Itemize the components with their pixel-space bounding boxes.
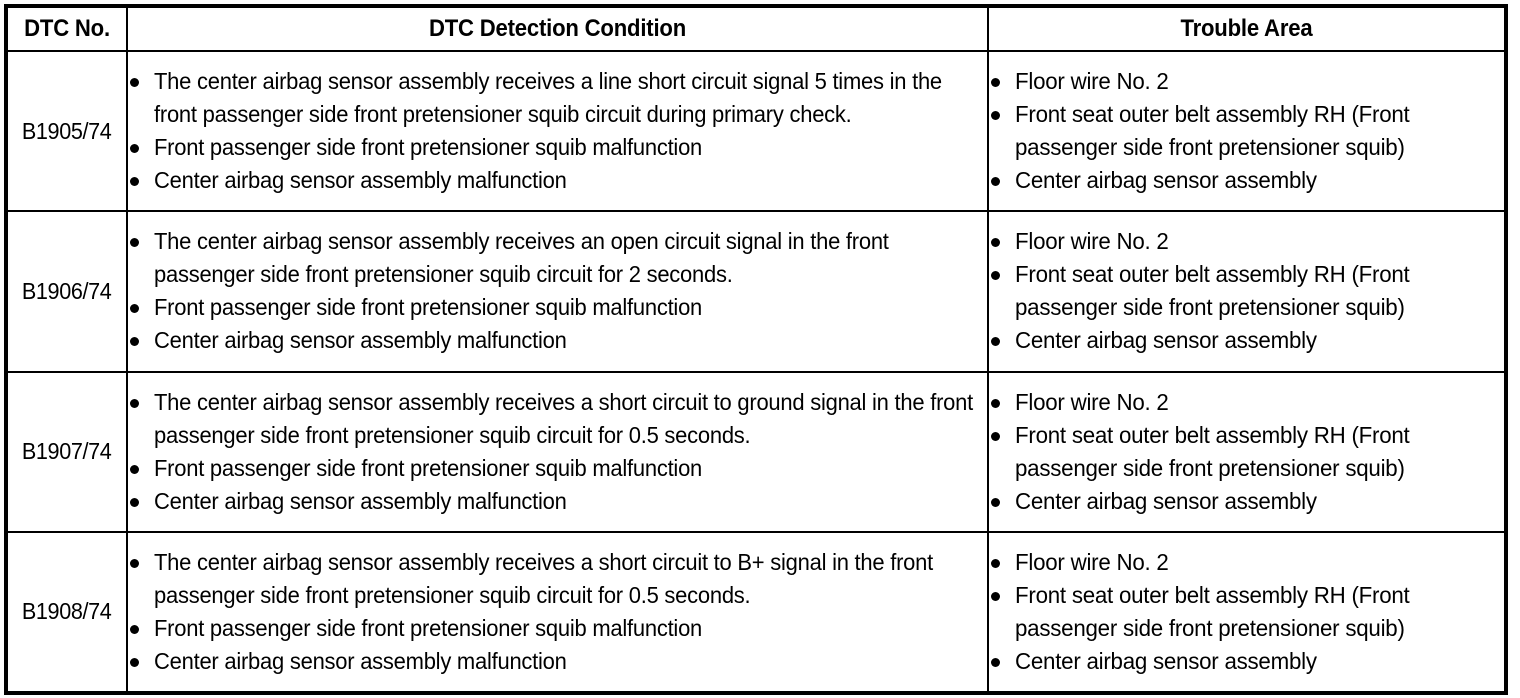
list-item: Front passenger side front pretensioner … (128, 131, 987, 164)
list-item-text: Floor wire No. 2 (1015, 388, 1169, 415)
list-item: Front passenger side front pretensioner … (128, 612, 987, 645)
detection-condition-list: The center airbag sensor assembly receiv… (128, 65, 987, 197)
list-item-text: Center airbag sensor assembly malfunctio… (154, 327, 567, 354)
trouble-area-list: Floor wire No. 2 Front seat outer belt a… (989, 225, 1504, 357)
list-item-text: Center airbag sensor assembly malfunctio… (154, 647, 567, 674)
list-item: Floor wire No. 2 (989, 386, 1504, 419)
dtc-table-container: DTC No. DTC Detection Condition Trouble … (4, 4, 1508, 695)
list-item: Floor wire No. 2 (989, 546, 1504, 579)
header-row: DTC No. DTC Detection Condition Trouble … (8, 8, 1504, 52)
list-item-text: Center airbag sensor assembly (1015, 487, 1317, 514)
list-item: Center airbag sensor assembly malfunctio… (128, 324, 987, 357)
dtc-no-value: B1908/74 (22, 598, 112, 625)
list-item-text: The center airbag sensor assembly receiv… (154, 228, 889, 288)
table-row: B1906/74 The center airbag sensor assemb… (8, 210, 1504, 373)
list-item: Floor wire No. 2 (989, 225, 1504, 258)
trouble-area-cell: Floor wire No. 2 Front seat outer belt a… (987, 370, 1504, 533)
list-item-text: Center airbag sensor assembly (1015, 647, 1317, 674)
table-row: B1908/74 The center airbag sensor assemb… (8, 530, 1504, 691)
list-item-text: The center airbag sensor assembly receiv… (154, 68, 942, 128)
list-item-text: The center airbag sensor assembly receiv… (154, 388, 973, 448)
list-item: Front seat outer belt assembly RH (Front… (989, 419, 1504, 485)
list-item-text: Floor wire No. 2 (1015, 228, 1169, 255)
list-item-text: Front passenger side front pretensioner … (154, 294, 703, 321)
list-item: Center airbag sensor assembly (989, 485, 1504, 518)
detection-condition-list: The center airbag sensor assembly receiv… (128, 225, 987, 357)
detection-condition-cell: The center airbag sensor assembly receiv… (126, 49, 989, 213)
list-item: Center airbag sensor assembly (989, 324, 1504, 357)
list-item-text: Front seat outer belt assembly RH (Front… (1015, 421, 1410, 481)
column-header-detection-condition-label: DTC Detection Condition (428, 15, 687, 42)
column-header-dtc-no-label: DTC No. (24, 15, 110, 42)
list-item: Center airbag sensor assembly malfunctio… (128, 164, 987, 197)
list-item-text: Floor wire No. 2 (1015, 68, 1169, 95)
list-item: Front passenger side front pretensioner … (128, 291, 987, 324)
dtc-no-value: B1905/74 (22, 117, 112, 144)
table-body: B1905/74 The center airbag sensor assemb… (8, 49, 1504, 691)
dtc-no-cell: B1905/74 (8, 49, 128, 213)
trouble-area-list: Floor wire No. 2 Front seat outer belt a… (989, 386, 1504, 518)
list-item-text: Front seat outer belt assembly RH (Front… (1015, 101, 1410, 161)
detection-condition-cell: The center airbag sensor assembly receiv… (126, 370, 989, 533)
list-item: Floor wire No. 2 (989, 65, 1504, 98)
dtc-diagnostic-table: DTC No. DTC Detection Condition Trouble … (8, 8, 1504, 691)
detection-condition-list: The center airbag sensor assembly receiv… (128, 546, 987, 678)
column-header-dtc-no: DTC No. (12, 8, 124, 52)
trouble-area-cell: Floor wire No. 2 Front seat outer belt a… (987, 210, 1504, 373)
trouble-area-cell: Floor wire No. 2 Front seat outer belt a… (987, 49, 1504, 213)
trouble-area-list: Floor wire No. 2 Front seat outer belt a… (989, 65, 1504, 197)
list-item-text: Front seat outer belt assembly RH (Front… (1015, 261, 1410, 321)
list-item: The center airbag sensor assembly receiv… (128, 386, 987, 452)
list-item: The center airbag sensor assembly receiv… (128, 65, 987, 131)
list-item: Center airbag sensor assembly (989, 645, 1504, 678)
table-row: B1905/74 The center airbag sensor assemb… (8, 49, 1504, 213)
list-item-text: The center airbag sensor assembly receiv… (154, 548, 934, 608)
list-item: Front seat outer belt assembly RH (Front… (989, 258, 1504, 324)
list-item: The center airbag sensor assembly receiv… (128, 546, 987, 612)
list-item-text: Center airbag sensor assembly malfunctio… (154, 487, 567, 514)
detection-condition-cell: The center airbag sensor assembly receiv… (126, 210, 989, 373)
list-item-text: Center airbag sensor assembly (1015, 167, 1317, 194)
list-item-text: Center airbag sensor assembly (1015, 327, 1317, 354)
list-item-text: Front passenger side front pretensioner … (154, 454, 703, 481)
list-item-text: Front passenger side front pretensioner … (154, 134, 703, 161)
trouble-area-list: Floor wire No. 2 Front seat outer belt a… (989, 546, 1504, 678)
dtc-no-value: B1906/74 (22, 277, 112, 304)
list-item: Center airbag sensor assembly malfunctio… (128, 485, 987, 518)
dtc-no-value: B1907/74 (22, 438, 112, 465)
list-item: Center airbag sensor assembly (989, 164, 1504, 197)
detection-condition-cell: The center airbag sensor assembly receiv… (126, 530, 989, 691)
list-item: Front seat outer belt assembly RH (Front… (989, 579, 1504, 645)
dtc-no-cell: B1906/74 (8, 210, 128, 373)
list-item-text: Floor wire No. 2 (1015, 548, 1169, 575)
column-header-detection-condition: DTC Detection Condition (160, 8, 955, 52)
list-item: Front passenger side front pretensioner … (128, 452, 987, 485)
list-item: Front seat outer belt assembly RH (Front… (989, 98, 1504, 164)
list-item-text: Center airbag sensor assembly malfunctio… (154, 167, 567, 194)
list-item: Center airbag sensor assembly malfunctio… (128, 645, 987, 678)
trouble-area-cell: Floor wire No. 2 Front seat outer belt a… (987, 530, 1504, 691)
table-row: B1907/74 The center airbag sensor assemb… (8, 370, 1504, 533)
dtc-no-cell: B1907/74 (8, 370, 128, 533)
column-header-trouble-area-label: Trouble Area (1180, 15, 1313, 42)
list-item-text: Front seat outer belt assembly RH (Front… (1015, 581, 1410, 641)
list-item: The center airbag sensor assembly receiv… (128, 225, 987, 291)
list-item-text: Front passenger side front pretensioner … (154, 614, 703, 641)
column-header-trouble-area: Trouble Area (1007, 8, 1484, 52)
dtc-no-cell: B1908/74 (8, 530, 128, 691)
table-header: DTC No. DTC Detection Condition Trouble … (8, 8, 1504, 52)
detection-condition-list: The center airbag sensor assembly receiv… (128, 386, 987, 518)
